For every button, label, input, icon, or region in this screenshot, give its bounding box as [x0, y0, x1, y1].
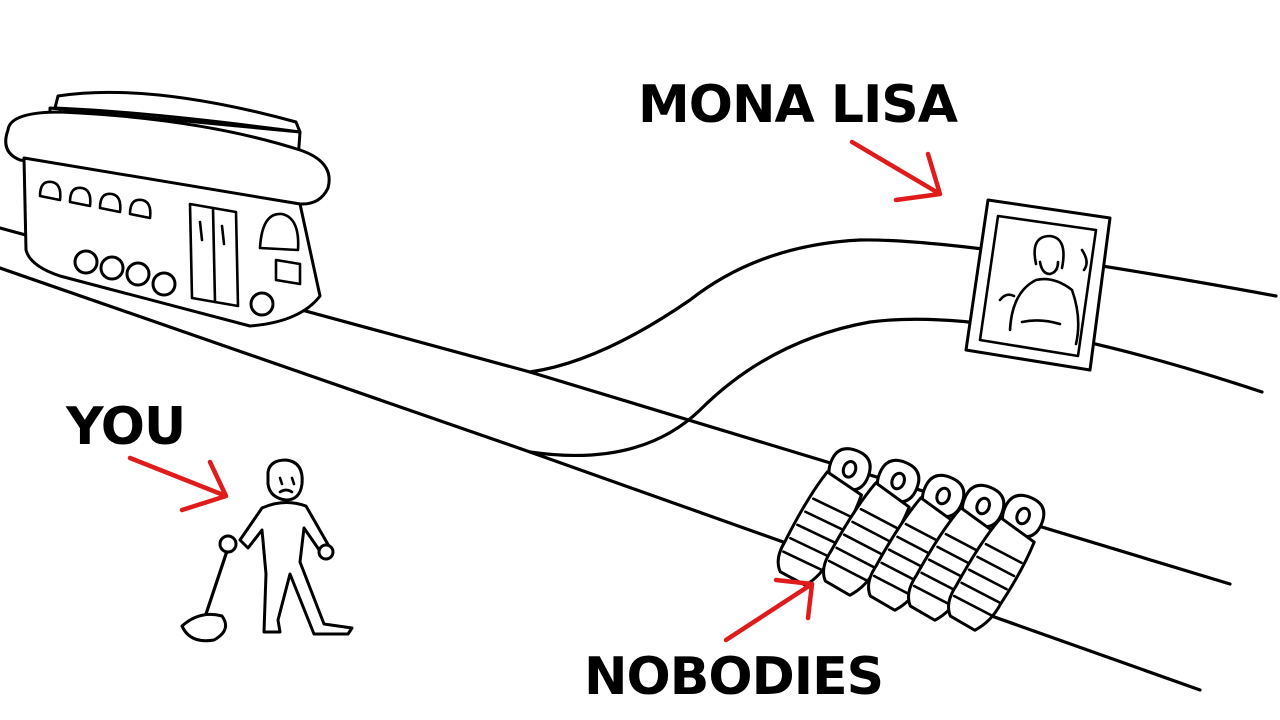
nobodies-label: NOBODIES [584, 647, 883, 707]
arrows [127, 139, 943, 643]
mona-lisa-label: MONA LISA [638, 75, 958, 135]
person-at-lever-icon [180, 458, 354, 643]
trolley-icon [4, 90, 331, 328]
you-label: YOU [65, 397, 185, 457]
arrow-to-painting-icon [849, 139, 943, 203]
painting-icon [964, 198, 1112, 372]
arrow-to-nobodies-icon [723, 577, 815, 643]
tied-people-icon [776, 447, 1046, 632]
arrow-to-you-icon [127, 455, 229, 513]
